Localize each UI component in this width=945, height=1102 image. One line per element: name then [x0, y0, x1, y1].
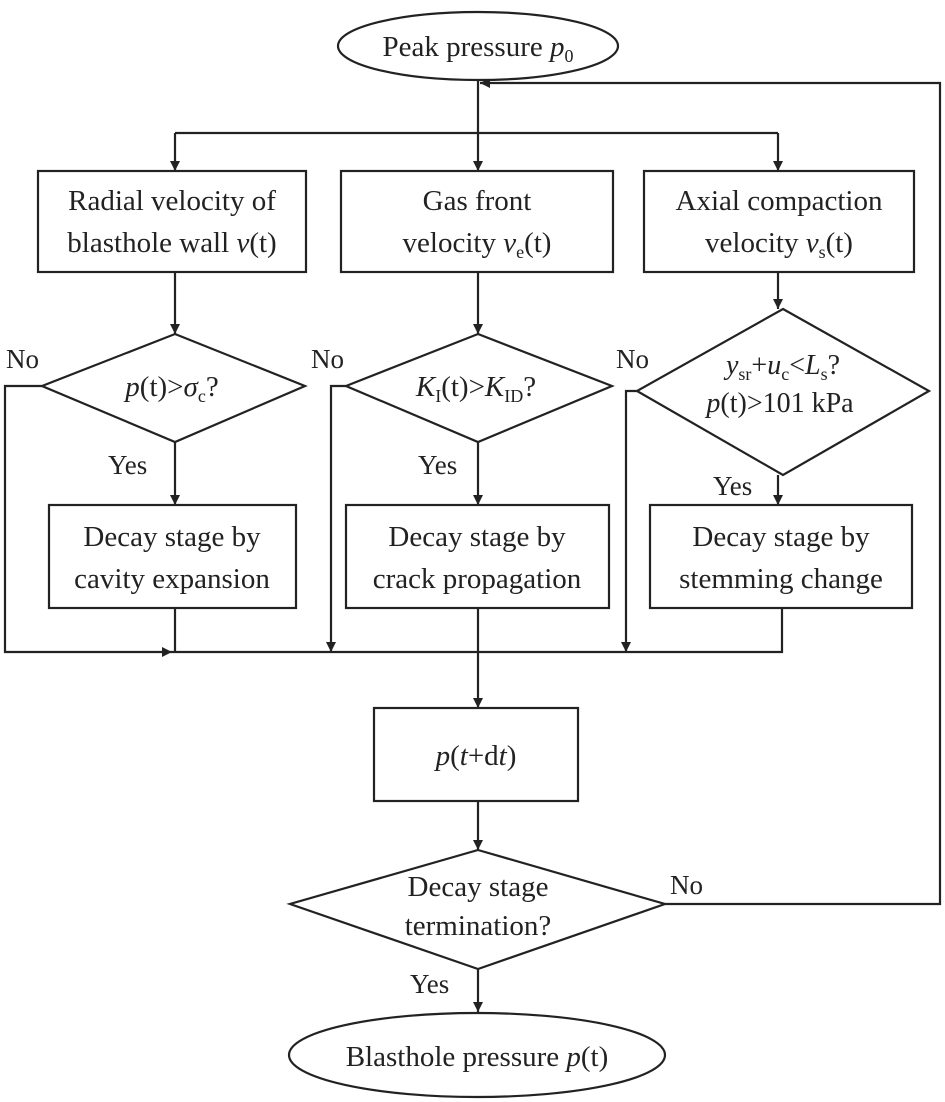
- end-text: Blasthole pressure: [346, 1041, 567, 1073]
- svg-text:Peak pressure p0: Peak pressure p0: [382, 31, 573, 66]
- label-no-2: No: [311, 344, 344, 374]
- svg-text:KI(t)>KID?: KI(t)>KID?: [415, 371, 536, 406]
- svg-text:Blasthole pressure p(t): Blasthole pressure p(t): [346, 1041, 609, 1073]
- d2-sub2: ID: [504, 386, 523, 406]
- cavity-line1: Decay stage by: [83, 521, 261, 553]
- end-arg: (t): [581, 1041, 608, 1073]
- edge-stemming-down: [172, 608, 784, 654]
- node-decision-stemming: ysr+uc<Ls? p(t)>101 kPa: [634, 307, 932, 477]
- pdt-open: (: [450, 740, 460, 772]
- svg-text:p(t+dt): p(t+dt): [434, 740, 517, 772]
- term-line1: Decay stage: [408, 871, 549, 903]
- label-no-1: No: [6, 344, 39, 374]
- d1-gt: >: [167, 371, 183, 403]
- node-gas-front-velocity: Gas front velocity ve(t): [339, 169, 615, 274]
- d3-y: y: [723, 350, 739, 381]
- svg-text:blasthole wall v(t): blasthole wall v(t): [67, 227, 276, 259]
- d3-rest: >101 kPa: [747, 388, 854, 419]
- node-stemming-change: Decay stage by stemming change: [648, 503, 914, 610]
- start-text: Peak pressure: [382, 31, 550, 63]
- edge-d3-no: [621, 389, 637, 652]
- svg-text:ysr+uc<Ls?: ysr+uc<Ls?: [723, 350, 840, 384]
- gas-line1: Gas front: [423, 185, 532, 217]
- edge-d2-no: [326, 384, 346, 652]
- d2-K2: K: [484, 371, 506, 403]
- radial-line1: Radial velocity of: [68, 185, 276, 217]
- d1-t: (t): [140, 371, 167, 403]
- end-var: p: [564, 1041, 581, 1073]
- cavity-line2: cavity expansion: [74, 563, 270, 595]
- d2-gt: >: [469, 371, 485, 403]
- node-decision-termination: Decay stage termination?: [286, 848, 669, 971]
- d3-usub: c: [781, 364, 789, 384]
- edge-d1-no: [3, 384, 172, 657]
- label-yes-3: Yes: [713, 471, 752, 501]
- term-line2: termination?: [405, 910, 552, 942]
- d2-K: K: [415, 371, 437, 403]
- crack-line2: crack propagation: [373, 563, 582, 595]
- stemming-line1: Decay stage by: [692, 521, 870, 553]
- node-end: Blasthole pressure p(t): [287, 1011, 667, 1099]
- axial-line1: Axial compaction: [676, 185, 883, 217]
- gas-line2: velocity: [403, 227, 504, 259]
- start-var: p: [548, 31, 565, 63]
- label-yes-2: Yes: [418, 450, 457, 480]
- radial-line2: blasthole wall: [67, 227, 236, 259]
- d2-sub1: I: [435, 386, 441, 406]
- svg-text:p(t)>σc?: p(t)>σc?: [123, 371, 218, 406]
- d3-lt: <: [789, 350, 805, 381]
- d1-q: ?: [206, 371, 219, 403]
- pdt-plus: +d: [468, 740, 499, 772]
- pdt-p: p: [434, 740, 451, 772]
- edge-labels: No Yes No Yes No Yes No Yes: [6, 344, 752, 999]
- gas-arg: (t): [524, 227, 551, 259]
- node-pressure-update: p(t+dt): [372, 706, 580, 803]
- d3-q: ?: [828, 350, 840, 381]
- node-cavity-expansion: Decay stage by cavity expansion: [47, 503, 298, 610]
- start-sub: 0: [565, 46, 574, 66]
- axial-line2: velocity: [705, 227, 806, 259]
- radial-var: v: [236, 227, 249, 259]
- d3-ysub: sr: [738, 364, 751, 384]
- node-radial-velocity: Radial velocity of blasthole wall v(t): [36, 169, 308, 274]
- d1-sigma: σ: [184, 371, 200, 403]
- axial-sub: s: [819, 242, 826, 262]
- node-axial-compaction-velocity: Axial compaction velocity vs(t): [642, 169, 916, 274]
- svg-text:p(t)>101 kPa: p(t)>101 kPa: [704, 388, 854, 419]
- d3-p: p: [704, 388, 720, 419]
- crack-line1: Decay stage by: [388, 521, 566, 553]
- pdt-close: ): [507, 740, 517, 772]
- axial-var: v: [806, 227, 819, 259]
- d3-plus: +: [751, 350, 767, 381]
- radial-arg: (t): [249, 227, 276, 259]
- pdt-t2: t: [499, 740, 508, 772]
- node-decision-fracture: KI(t)>KID?: [343, 332, 615, 444]
- d3-Lsub: s: [821, 364, 828, 384]
- label-yes-4: Yes: [410, 969, 449, 999]
- node-start: Peak pressure p0: [336, 10, 620, 82]
- edge-term-no-loop: [480, 78, 942, 906]
- d3-L: L: [804, 350, 821, 381]
- label-yes-1: Yes: [108, 450, 147, 480]
- d1-p: p: [123, 371, 140, 403]
- d3-t: (t): [720, 388, 746, 419]
- d2-q: ?: [523, 371, 536, 403]
- d3-u: u: [767, 350, 781, 381]
- axial-arg: (t): [826, 227, 853, 259]
- gas-var: v: [503, 227, 516, 259]
- stemming-line2: stemming change: [679, 563, 883, 595]
- label-no-3: No: [616, 344, 649, 374]
- label-no-4: No: [670, 870, 703, 900]
- node-crack-propagation: Decay stage by crack propagation: [344, 503, 611, 610]
- gas-sub: e: [516, 242, 524, 262]
- d2-t: (t): [441, 371, 468, 403]
- edges: [3, 78, 942, 1012]
- pdt-t: t: [460, 740, 469, 772]
- node-decision-stress: p(t)>σc?: [39, 332, 308, 444]
- svg-text:velocity vs(t): velocity vs(t): [705, 227, 853, 262]
- svg-text:velocity ve(t): velocity ve(t): [403, 227, 552, 262]
- d1-sub: c: [198, 386, 206, 406]
